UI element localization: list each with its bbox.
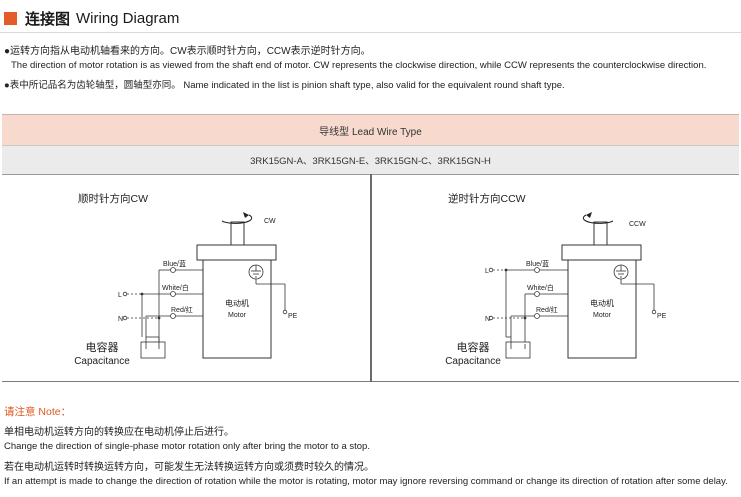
section-header: 连接图 Wiring Diagram — [4, 8, 179, 28]
rotation-label: CW — [264, 218, 276, 225]
white-lead-label: White/白 — [527, 283, 554, 292]
panel-cw — [2, 174, 370, 382]
blue-lead-label: Blue/蓝 — [526, 259, 549, 268]
n-label: N — [485, 316, 490, 323]
capacitor — [505, 341, 531, 359]
pe-terminal — [282, 309, 288, 315]
diagram-title-ccw: 逆时针方向CCW — [448, 193, 526, 205]
blue-terminal — [534, 267, 540, 273]
l-terminal — [488, 267, 494, 273]
pe-terminal — [651, 309, 657, 315]
n-label: N — [118, 316, 123, 323]
l-label: L — [118, 292, 122, 299]
white-terminal — [534, 291, 540, 297]
header-title-en: Wiring Diagram — [76, 9, 180, 27]
red-lead-label: Red/红 — [171, 305, 193, 314]
capacitor-label-en: Capacitance — [74, 356, 130, 367]
rotation-label: CCW — [629, 221, 646, 228]
header-divider — [0, 32, 741, 33]
wiring-diagram-cw: CW Blue/蓝 White/白 Red/红 电动机 Motor L N PE — [118, 212, 298, 359]
note-line-2: Change the direction of single-phase mot… — [4, 441, 370, 452]
white-lead-label: White/白 — [162, 283, 189, 292]
wiring-diagram-ccw: CCW Blue/蓝 White/白 Red/红 电动机 Motor L N P… — [485, 212, 667, 359]
model-list-band: 3RK15GN-A、3RK15GN-E、3RK15GN-C、3RK15GN-H — [2, 145, 739, 175]
motor-shaft — [593, 221, 608, 246]
n-terminal — [488, 315, 494, 321]
l-label: L — [485, 268, 489, 275]
intro-line-1: ●运转方向指从电动机轴看来的方向。CW表示顺时针方向，CCW表示逆时针方向。 — [4, 46, 371, 57]
model-list: 3RK15GN-A、3RK15GN-E、3RK15GN-C、3RK15GN-H — [250, 156, 491, 167]
lead-wire-type-label: 导线型 Lead Wire Type — [319, 126, 422, 138]
note-line-1: 单相电动机运转方向的转换应在电动机停止后进行。 — [4, 427, 234, 438]
l-terminal — [122, 291, 128, 297]
motor-shaft — [230, 221, 245, 246]
header-title-cn: 连接图 — [25, 10, 71, 28]
diagram-title-cw: 顺时针方向CW — [78, 193, 148, 205]
note-line-4: If an attempt is made to change the dire… — [4, 476, 728, 487]
blue-terminal — [170, 267, 176, 273]
intro-line-2: The direction of motor rotation is as vi… — [11, 60, 707, 71]
lead-wire-type-band: 导线型 Lead Wire Type — [2, 114, 739, 145]
white-terminal — [170, 291, 176, 297]
motor-label-en: Motor — [228, 312, 247, 319]
note-heading: 请注意 Note： — [4, 406, 72, 418]
capacitor-label-en: Capacitance — [445, 356, 501, 367]
rotation-arrowhead — [243, 212, 249, 218]
motor-flange — [561, 244, 642, 261]
rotation-arc — [221, 214, 253, 224]
pe-label: PE — [288, 313, 298, 320]
motor-label-cn: 电动机 — [590, 298, 614, 308]
panel-ccw — [372, 174, 739, 382]
motor-label-en: Motor — [593, 312, 612, 319]
red-terminal — [170, 313, 176, 319]
motor-label-cn: 电动机 — [225, 298, 249, 308]
pe-label: PE — [657, 313, 667, 320]
blue-lead-label: Blue/蓝 — [163, 259, 186, 268]
panel-divider — [370, 174, 372, 382]
intro-line-3: ●表中所记品名为齿轮轴型，圆轴型亦同。 Name indicated in th… — [4, 80, 565, 91]
capacitor-label-cn: 电容器 — [85, 342, 119, 354]
capacitor-caption-cw: 电容器 Capacitance — [70, 339, 134, 367]
red-lead-label: Red/红 — [536, 305, 558, 314]
capacitor-caption-ccw: 电容器 Capacitance — [441, 339, 505, 367]
capacitor-label-cn: 电容器 — [456, 342, 490, 354]
rotation-arc — [582, 214, 614, 224]
rotation-arrowhead — [586, 212, 592, 218]
header-marker-square — [4, 11, 17, 25]
motor-flange — [196, 244, 277, 261]
red-terminal — [534, 313, 540, 319]
n-terminal — [122, 315, 128, 321]
note-line-3: 若在电动机运转时转换运转方向，可能发生无法转换运转方向或须费时较久的情况。 — [4, 462, 374, 473]
capacitor — [140, 341, 166, 359]
